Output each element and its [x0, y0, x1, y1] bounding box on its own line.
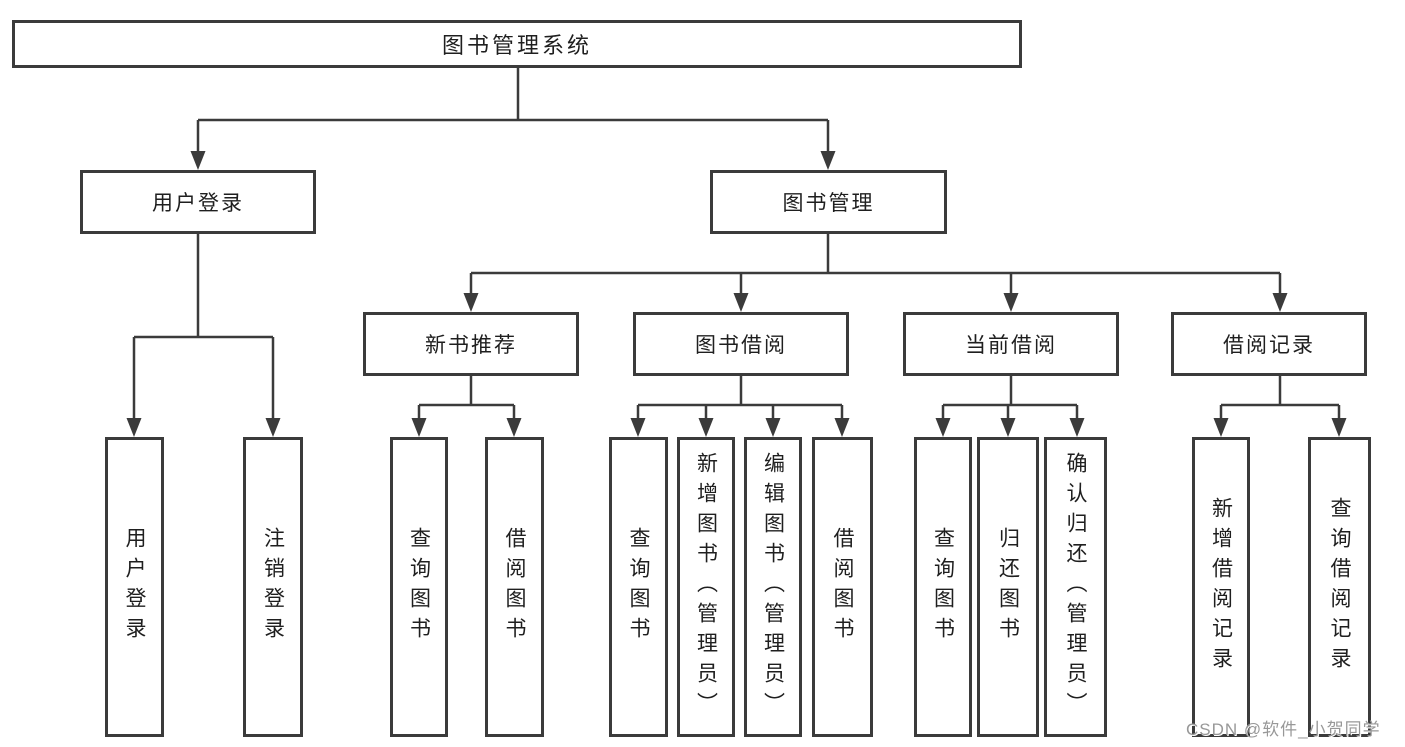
node-return-books: 归还图书: [977, 437, 1039, 737]
node-borrow-books-1-label: 借阅图书: [503, 527, 526, 647]
node-new-book-recommend: 新书推荐: [363, 312, 579, 376]
node-user-login-action: 用户登录: [105, 437, 164, 737]
node-book-borrowing-label: 图书借阅: [695, 334, 787, 357]
node-library-management-system-label: 图书管理系统: [441, 33, 592, 58]
node-query-borrow-record-label: 查询借阅记录: [1328, 497, 1351, 677]
node-query-books-1: 查询图书: [390, 437, 448, 737]
node-user-login: 用户登录: [80, 170, 316, 234]
node-add-books-admin-label: 新增图书（管理员）: [694, 452, 718, 722]
node-user-login-action-label: 用户登录: [123, 527, 146, 647]
node-edit-books-admin-label: 编辑图书（管理员）: [761, 452, 785, 722]
node-add-books-admin: 新增图书（管理员）: [677, 437, 735, 737]
node-book-management-label: 图书管理: [782, 192, 875, 215]
node-confirm-return-admin: 确认归还（管理员）: [1044, 437, 1107, 737]
node-new-book-recommend-label: 新书推荐: [425, 334, 517, 357]
node-add-borrow-record-label: 新增借阅记录: [1209, 497, 1233, 677]
node-query-borrow-record: 查询借阅记录: [1308, 437, 1371, 737]
node-borrow-books-2: 借阅图书: [812, 437, 873, 737]
node-query-books-3-label: 查询图书: [931, 527, 955, 647]
node-borrow-records-label: 借阅记录: [1223, 334, 1315, 357]
node-add-borrow-record: 新增借阅记录: [1192, 437, 1250, 737]
node-query-books-2-label: 查询图书: [627, 527, 650, 647]
node-current-borrowing-label: 当前借阅: [965, 334, 1057, 357]
node-confirm-return-admin-label: 确认归还（管理员）: [1064, 452, 1087, 722]
node-query-books-2: 查询图书: [609, 437, 668, 737]
node-book-management: 图书管理: [710, 170, 947, 234]
node-borrow-books-1: 借阅图书: [485, 437, 544, 737]
node-borrow-books-2-label: 借阅图书: [831, 527, 854, 647]
node-user-login-label: 用户登录: [152, 192, 244, 215]
node-query-books-1-label: 查询图书: [407, 527, 431, 647]
node-borrow-records: 借阅记录: [1171, 312, 1367, 376]
node-logout-action-label: 注销登录: [261, 527, 285, 647]
node-query-books-3: 查询图书: [914, 437, 972, 737]
watermark: CSDN @软件_小贺同学: [1186, 720, 1381, 739]
node-library-management-system: 图书管理系统: [12, 20, 1022, 68]
node-edit-books-admin: 编辑图书（管理员）: [744, 437, 802, 737]
node-return-books-label: 归还图书: [996, 527, 1020, 647]
node-current-borrowing: 当前借阅: [903, 312, 1119, 376]
node-logout-action: 注销登录: [243, 437, 303, 737]
node-book-borrowing: 图书借阅: [633, 312, 849, 376]
